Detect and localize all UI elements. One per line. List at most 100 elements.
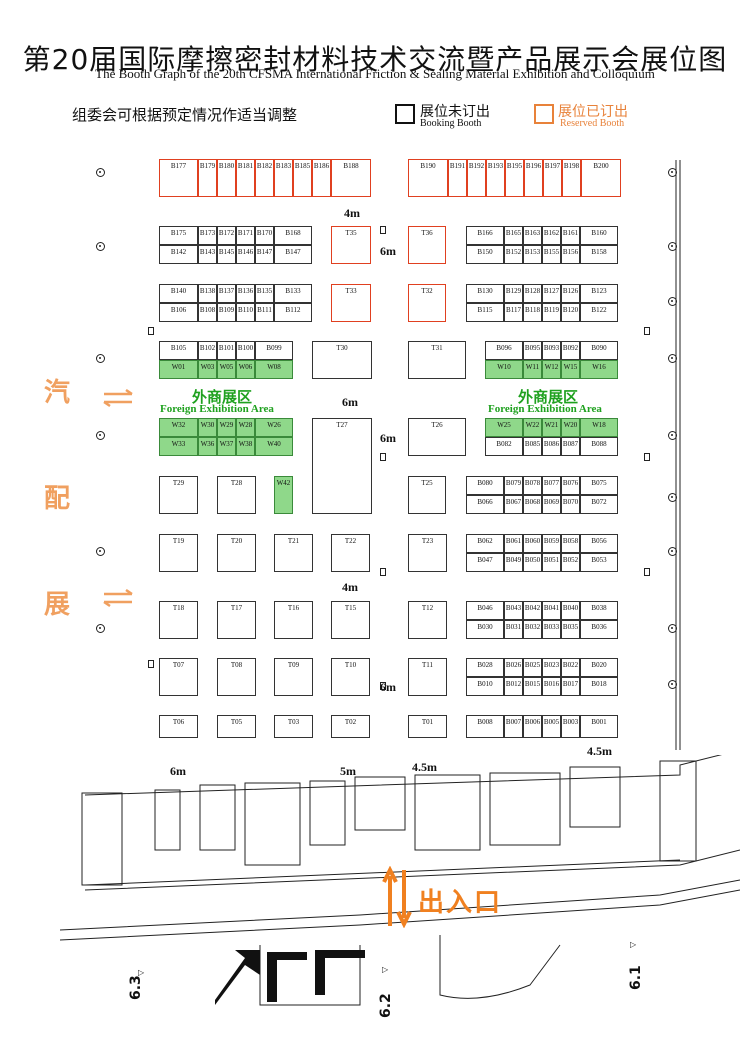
- booth-W29[interactable]: W29: [217, 418, 236, 437]
- booth-T01[interactable]: T01: [408, 715, 447, 738]
- booth-B108[interactable]: B108: [198, 303, 217, 322]
- booth-T25[interactable]: T25: [408, 476, 446, 514]
- booth-B183[interactable]: B183: [274, 159, 293, 197]
- booth-B143[interactable]: B143: [198, 245, 217, 264]
- booth-B023[interactable]: B023: [542, 658, 561, 677]
- booth-B192[interactable]: B192: [467, 159, 486, 197]
- booth-T26[interactable]: T26: [408, 418, 466, 456]
- booth-T31[interactable]: T31: [408, 341, 466, 379]
- booth-B069[interactable]: B069: [542, 495, 561, 514]
- booth-B070[interactable]: B070: [561, 495, 580, 514]
- booth-B196[interactable]: B196: [524, 159, 543, 197]
- booth-B085[interactable]: B085: [523, 437, 542, 456]
- booth-T33[interactable]: T33: [331, 284, 371, 322]
- booth-B096[interactable]: B096: [485, 341, 523, 360]
- booth-B053[interactable]: B053: [580, 553, 618, 572]
- booth-B200[interactable]: B200: [581, 159, 621, 197]
- booth-B120[interactable]: B120: [561, 303, 580, 322]
- booth-W26[interactable]: W26: [255, 418, 293, 437]
- booth-B172[interactable]: B172: [217, 226, 236, 245]
- booth-W37[interactable]: W37: [217, 437, 236, 456]
- booth-B161[interactable]: B161: [561, 226, 580, 245]
- booth-B147[interactable]: B147: [274, 245, 312, 264]
- booth-B066[interactable]: B066: [466, 495, 504, 514]
- booth-B060[interactable]: B060: [523, 534, 542, 553]
- booth-B010[interactable]: B010: [466, 677, 504, 696]
- booth-B137[interactable]: B137: [217, 284, 236, 303]
- booth-B133[interactable]: B133: [274, 284, 312, 303]
- booth-T10[interactable]: T10: [331, 658, 370, 696]
- booth-W01[interactable]: W01: [159, 360, 198, 379]
- booth-W18[interactable]: W18: [580, 418, 618, 437]
- booth-B155[interactable]: B155: [542, 245, 561, 264]
- booth-B158[interactable]: B158: [580, 245, 618, 264]
- booth-B118[interactable]: B118: [523, 303, 542, 322]
- booth-T22[interactable]: T22: [331, 534, 370, 572]
- booth-B123[interactable]: B123: [580, 284, 618, 303]
- booth-B078[interactable]: B078: [523, 476, 542, 495]
- booth-W36[interactable]: W36: [198, 437, 217, 456]
- booth-T03[interactable]: T03: [274, 715, 313, 738]
- booth-B095[interactable]: B095: [523, 341, 542, 360]
- booth-B051[interactable]: B051: [542, 553, 561, 572]
- booth-B136[interactable]: B136: [236, 284, 255, 303]
- booth-B087[interactable]: B087: [561, 437, 580, 456]
- booth-B105[interactable]: B105: [159, 341, 198, 360]
- booth-B128[interactable]: B128: [523, 284, 542, 303]
- booth-B025[interactable]: B025: [523, 658, 542, 677]
- booth-B022[interactable]: B022: [561, 658, 580, 677]
- booth-B020[interactable]: B020: [580, 658, 618, 677]
- booth-B015[interactable]: B015: [523, 677, 542, 696]
- booth-B038[interactable]: B038: [580, 601, 618, 620]
- booth-B079[interactable]: B079: [504, 476, 523, 495]
- booth-B030[interactable]: B030: [466, 620, 504, 639]
- booth-B185[interactable]: B185: [293, 159, 312, 197]
- booth-T28[interactable]: T28: [217, 476, 256, 514]
- booth-B111[interactable]: B111: [255, 303, 274, 322]
- booth-B147[interactable]: B147: [255, 245, 274, 264]
- booth-W28[interactable]: W28: [236, 418, 255, 437]
- booth-B093[interactable]: B093: [542, 341, 561, 360]
- booth-B186[interactable]: B186: [312, 159, 331, 197]
- booth-B072[interactable]: B072: [580, 495, 618, 514]
- booth-T07[interactable]: T07: [159, 658, 198, 696]
- booth-W20[interactable]: W20: [561, 418, 580, 437]
- booth-B127[interactable]: B127: [542, 284, 561, 303]
- booth-B082[interactable]: B082: [485, 437, 523, 456]
- booth-B101[interactable]: B101: [217, 341, 236, 360]
- booth-B075[interactable]: B075: [580, 476, 618, 495]
- booth-W33[interactable]: W33: [159, 437, 198, 456]
- booth-B142[interactable]: B142: [159, 245, 198, 264]
- booth-T30[interactable]: T30: [312, 341, 372, 379]
- booth-B197[interactable]: B197: [543, 159, 562, 197]
- booth-B041[interactable]: B041: [542, 601, 561, 620]
- booth-B052[interactable]: B052: [561, 553, 580, 572]
- booth-W30[interactable]: W30: [198, 418, 217, 437]
- booth-W06[interactable]: W06: [236, 360, 255, 379]
- booth-W05[interactable]: W05: [217, 360, 236, 379]
- booth-W42[interactable]: W42: [274, 476, 293, 514]
- booth-B173[interactable]: B173: [198, 226, 217, 245]
- booth-B043[interactable]: B043: [504, 601, 523, 620]
- booth-B195[interactable]: B195: [505, 159, 524, 197]
- booth-W38[interactable]: W38: [236, 437, 255, 456]
- booth-W25[interactable]: W25: [485, 418, 523, 437]
- booth-B012[interactable]: B012: [504, 677, 523, 696]
- booth-T19[interactable]: T19: [159, 534, 198, 572]
- booth-B165[interactable]: B165: [504, 226, 523, 245]
- booth-B036[interactable]: B036: [580, 620, 618, 639]
- booth-B047[interactable]: B047: [466, 553, 504, 572]
- booth-B062[interactable]: B062: [466, 534, 504, 553]
- booth-B145[interactable]: B145: [217, 245, 236, 264]
- booth-B040[interactable]: B040: [561, 601, 580, 620]
- booth-B117[interactable]: B117: [504, 303, 523, 322]
- booth-B168[interactable]: B168: [274, 226, 312, 245]
- booth-T27[interactable]: T27: [312, 418, 372, 514]
- booth-B026[interactable]: B026: [504, 658, 523, 677]
- booth-T02[interactable]: T02: [331, 715, 370, 738]
- booth-T23[interactable]: T23: [408, 534, 447, 572]
- booth-T08[interactable]: T08: [217, 658, 256, 696]
- booth-B035[interactable]: B035: [561, 620, 580, 639]
- booth-B056[interactable]: B056: [580, 534, 618, 553]
- booth-B188[interactable]: B188: [331, 159, 371, 197]
